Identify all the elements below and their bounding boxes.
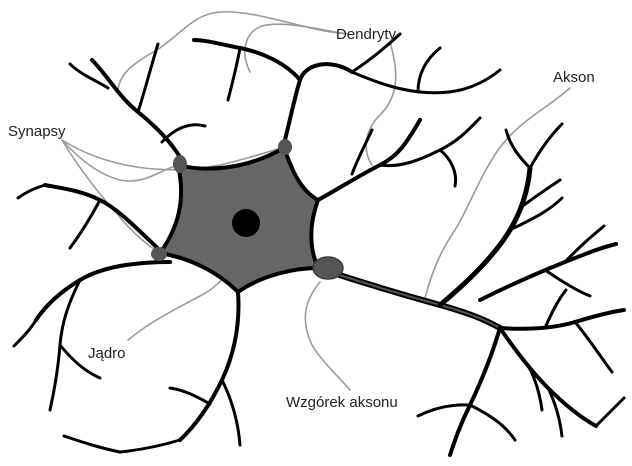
dendrite-lower-left — [36, 262, 170, 320]
dendrite-lower-left-sub3 — [14, 320, 36, 346]
dendrite-bottom-sub2 — [120, 440, 180, 452]
axon-branch-mid — [500, 310, 624, 329]
label-nucleus: Jądro — [88, 345, 126, 362]
axon-branch-bottom — [450, 328, 500, 455]
label-synapses: Synapsy — [8, 123, 66, 140]
axon-branch-lower — [500, 328, 596, 426]
axon-branch-lower-sub2 — [596, 398, 624, 426]
dendrite-top-middle-sub1 — [194, 40, 300, 80]
dendrite-left-sub2 — [18, 185, 45, 198]
synapse-1 — [173, 155, 187, 173]
dendrite-top-middle-sub5 — [228, 48, 240, 100]
nucleus — [232, 209, 260, 237]
dendrite-top-left-sub2 — [70, 64, 108, 88]
label-axon: Akson — [553, 69, 595, 86]
dendrite-bottom-sub4 — [170, 388, 210, 404]
synapse-3 — [151, 247, 167, 261]
axon-hillock — [313, 257, 343, 279]
dendrite-top-middle — [283, 64, 352, 148]
dendrite-bottom-sub1 — [222, 380, 240, 445]
dendrite-left-sub1 — [70, 200, 100, 248]
dendrite-right-upper-sub1 — [380, 118, 480, 166]
dendrite-right-upper-sub2 — [440, 150, 456, 186]
axon-branch-mid-sub1 — [575, 322, 612, 372]
axon-branch-bottom-sub1 — [470, 405, 515, 440]
dendrite-top-middle-sub4 — [418, 48, 440, 92]
axon-leader — [425, 88, 570, 298]
axon-branch-right-sub2 — [545, 270, 590, 296]
label-axon-hillock: Wzgórek aksonu — [286, 394, 398, 411]
dendrite-top-middle-sub3 — [352, 70, 500, 93]
dendrite-right-upper-sub3 — [352, 130, 372, 174]
label-dendrites: Dendryty — [336, 26, 397, 43]
dendrite-bottom — [180, 292, 238, 440]
dendrite-bottom-sub3 — [64, 436, 120, 452]
axon-hillock-leader — [305, 282, 350, 390]
axon-branch-upper-sub2 — [530, 124, 562, 168]
axon-branch-bottom-sub2 — [418, 405, 470, 416]
synapses-leader-1 — [62, 140, 178, 181]
axon-branch-right-sub1 — [565, 226, 604, 262]
axon-branch-mid-sub2 — [545, 290, 566, 328]
synapse-2 — [278, 139, 292, 155]
dendrite-top-left-sub1 — [138, 44, 158, 112]
